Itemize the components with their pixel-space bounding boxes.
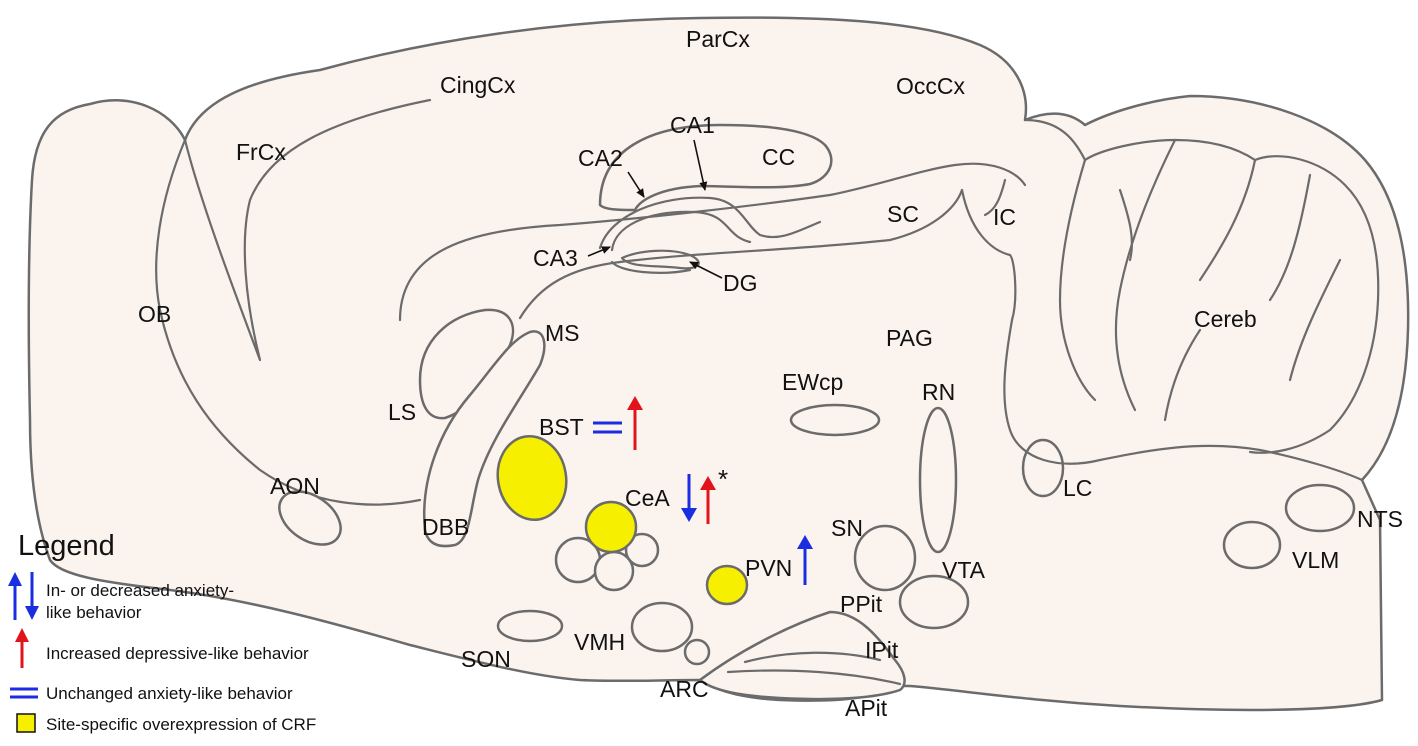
arc-circle xyxy=(683,638,711,666)
aon-region xyxy=(278,490,342,546)
ob-boundary xyxy=(155,138,422,506)
label-nts: NTS xyxy=(1357,506,1403,532)
brain-outline xyxy=(27,16,1410,712)
cea-blue-down-arrow xyxy=(681,474,697,522)
crf-site-bst xyxy=(496,434,568,522)
rn-region xyxy=(918,406,958,554)
label-son: SON xyxy=(461,646,511,672)
cerebellum-outline xyxy=(1023,118,1380,454)
label-aon: AON xyxy=(270,473,320,499)
label-dbb: DBB xyxy=(422,514,469,540)
pointer-ca3 xyxy=(587,246,611,257)
label-pag: PAG xyxy=(886,325,933,351)
pointer-dg xyxy=(689,261,723,279)
lc-region xyxy=(1021,438,1065,498)
legend-anxiety-arrows-icon xyxy=(8,572,39,620)
pointer-ca2 xyxy=(627,171,645,198)
label-ob: OB xyxy=(138,301,171,327)
cortex-lower-line xyxy=(398,162,1027,322)
label-pvn: PVN xyxy=(745,555,792,581)
label-lc: LC xyxy=(1063,475,1092,501)
cerebellum-fold-7 xyxy=(1163,328,1202,422)
cerebellum-fold-2 xyxy=(1114,138,1177,412)
label-ms: MS xyxy=(545,320,580,346)
label-vta: VTA xyxy=(942,557,986,583)
label-ca1: CA1 xyxy=(670,112,715,138)
label-ic: IC xyxy=(993,204,1016,230)
label-ca3: CA3 xyxy=(533,245,578,271)
label-cingcx: CingCx xyxy=(440,72,516,98)
nts-region xyxy=(1284,483,1356,533)
bst-red-up-arrow xyxy=(627,396,643,450)
label-ca2: CA2 xyxy=(578,145,623,171)
cerebellum-fold-3 xyxy=(1198,158,1257,282)
label-cereb: Cereb xyxy=(1194,306,1257,332)
label-vmh: VMH xyxy=(574,629,625,655)
brainstem-line xyxy=(1003,318,1364,482)
corpus-callosum xyxy=(598,123,833,212)
vta-region xyxy=(898,574,970,630)
son-region xyxy=(496,609,564,643)
cerebellum-fold-8 xyxy=(983,178,1007,217)
hypothal-circle-3 xyxy=(624,532,660,568)
label-cc: CC xyxy=(762,144,795,170)
label-frcx: FrCx xyxy=(236,139,286,165)
pituitary xyxy=(698,610,906,701)
hippocampus-outer xyxy=(598,196,822,250)
legend-item3: Unchanged anxiety-like behavior xyxy=(46,684,293,703)
pituitary-line-1 xyxy=(743,651,882,664)
legend-equal-icon xyxy=(10,687,38,699)
vmh-region xyxy=(630,601,694,653)
legend-item1-line2: like behavior xyxy=(46,603,142,622)
label-asterisk: * xyxy=(718,464,728,494)
cerebellum-fold-4 xyxy=(1268,173,1312,302)
label-ipit: IPit xyxy=(865,637,899,663)
cerebellum-fold-6 xyxy=(1118,188,1134,262)
medial-septum xyxy=(423,330,546,548)
crf-site-pvn xyxy=(705,564,749,606)
vlm-region xyxy=(1222,520,1282,570)
pituitary-line-2 xyxy=(726,669,902,686)
cea-red-up-arrow xyxy=(700,476,716,524)
label-dg: DG xyxy=(723,270,758,296)
label-sn: SN xyxy=(831,515,863,541)
label-apit: APit xyxy=(845,695,888,721)
label-arc: ARC xyxy=(660,676,709,702)
cortex-callosal-line xyxy=(518,188,964,320)
legend-item4: Site-specific overexpression of CRF xyxy=(46,715,316,734)
crf-site-cea xyxy=(584,500,638,554)
label-occcx: OccCx xyxy=(896,73,966,99)
hippocampus-inner xyxy=(610,210,752,252)
legend-title: Legend xyxy=(18,530,115,562)
pointer-ca1 xyxy=(693,139,708,191)
cerebellum-fold-1 xyxy=(1058,158,1097,402)
label-sc: SC xyxy=(887,201,919,227)
legend-item2: Increased depressive-like behavior xyxy=(46,644,309,663)
legend-crf-swatch xyxy=(16,713,36,733)
legend: Legend In- or decreased anxiety- like be… xyxy=(8,530,316,734)
ewcp-region xyxy=(789,403,881,437)
label-ls: LS xyxy=(388,399,416,425)
legend-depressive-arrow-icon xyxy=(15,628,29,668)
cerebellum-fold-5 xyxy=(1288,258,1342,382)
label-parcx: ParCx xyxy=(686,26,750,52)
cortex-inner-line xyxy=(183,98,432,362)
legend-item1-line1: In- or decreased anxiety- xyxy=(46,581,234,600)
label-bst: BST xyxy=(539,414,584,440)
label-cea: CeA xyxy=(625,485,670,511)
pvn-blue-up-arrow xyxy=(797,535,813,585)
label-rn: RN xyxy=(922,379,955,405)
label-vlm: VLM xyxy=(1292,547,1339,573)
cortex-occipital-line xyxy=(960,188,1017,322)
label-ppit: PPit xyxy=(840,591,883,617)
sn-region xyxy=(853,524,917,592)
label-ewcp: EWcp xyxy=(782,369,843,395)
